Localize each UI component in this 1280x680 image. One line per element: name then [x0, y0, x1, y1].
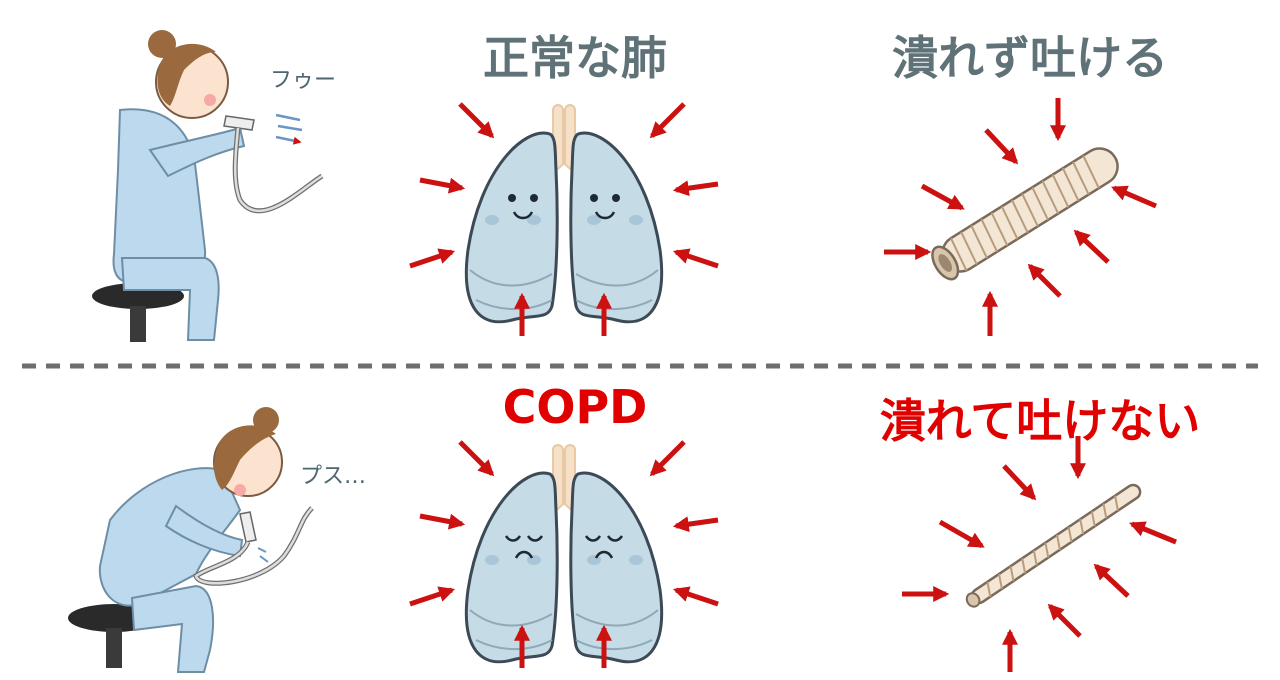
- collapsed-airway-title: 潰れて吐けない: [879, 394, 1201, 448]
- intact-airway-pressure-arrows: [884, 98, 1157, 336]
- intact-airway-tube: [931, 147, 1119, 281]
- copd-lungs: [466, 450, 661, 662]
- normal-patient-illustration: [92, 30, 324, 342]
- copd-patient-illustration: [68, 407, 314, 673]
- normal-lung-title: 正常な肺: [483, 31, 667, 85]
- intact-airway-title: 潰れず吐ける: [892, 31, 1168, 85]
- collapsed-airway-tube: [965, 483, 1142, 608]
- copd-blow-sound-label: プス…: [300, 464, 367, 489]
- collapsed-airway-pressure-arrows: [902, 436, 1177, 672]
- normal-blow-sound-label: フゥー: [270, 68, 337, 93]
- copd-lung-title: COPD: [502, 380, 648, 434]
- copd-lung-pressure-arrows: [409, 440, 719, 668]
- normal-lung-pressure-arrows: [409, 102, 719, 336]
- normal-lungs: [466, 110, 661, 322]
